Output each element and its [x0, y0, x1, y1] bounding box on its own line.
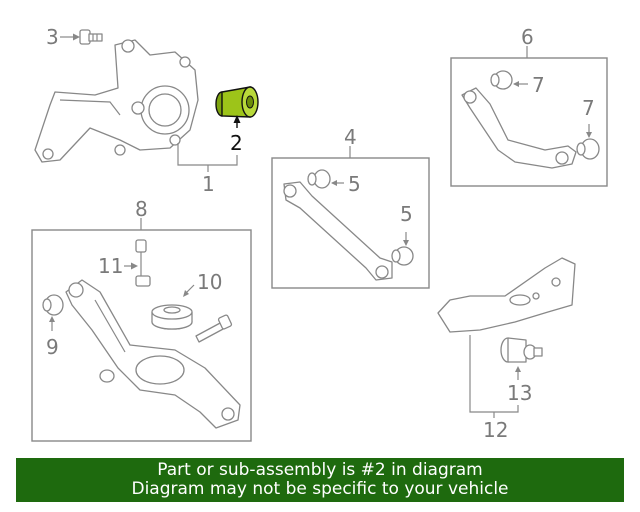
callout-9: 9	[46, 335, 59, 359]
callout-7-upper: 7	[532, 73, 545, 97]
callout-2: 2	[230, 131, 243, 155]
callout-1: 1	[202, 172, 215, 196]
notice-banner: Part or sub-assembly is #2 in diagram Di…	[16, 458, 624, 502]
part-5-bushing-upper	[307, 169, 331, 189]
part-11-stabilizer-link	[135, 239, 151, 287]
part-9-bushing	[42, 294, 64, 316]
part-7-bushing-lower	[576, 138, 600, 160]
group-6-frame	[450, 57, 608, 187]
group-4-frame	[271, 157, 430, 289]
banner-line-1: Part or sub-assembly is #2 in diagram	[157, 460, 483, 480]
part-12-trailing-arm	[437, 257, 576, 333]
callout-12: 12	[483, 418, 508, 442]
banner-line-2: Diagram may not be specific to your vehi…	[131, 479, 509, 499]
part-3-bolt	[60, 29, 103, 45]
knuckle-outline	[34, 39, 199, 163]
part-2-bushing-highlighted	[215, 86, 259, 128]
callout-5-lower: 5	[400, 202, 413, 226]
group-8-frame	[31, 229, 252, 442]
part-4-lateral-link	[283, 181, 393, 281]
bracket-1	[177, 143, 238, 166]
callout-3: 3	[46, 25, 59, 49]
callout-7-lower: 7	[582, 96, 595, 120]
callout-6: 6	[521, 25, 534, 49]
callout-10: 10	[197, 270, 222, 294]
part-8-lower-control-arm	[65, 279, 241, 429]
part-10-spring-seat	[151, 304, 193, 330]
callout-11: 11	[98, 254, 123, 278]
part-6-upper-arm	[461, 87, 577, 169]
callout-8: 8	[135, 197, 148, 221]
nut	[99, 369, 115, 383]
callout-13: 13	[507, 381, 532, 405]
part-13-bushing	[500, 337, 543, 363]
callout-4: 4	[344, 125, 357, 149]
part-7-bushing-upper	[490, 70, 513, 90]
part-5-bushing-lower	[391, 246, 414, 266]
callout-5-upper: 5	[348, 172, 361, 196]
bolt-with-washer	[195, 314, 233, 343]
